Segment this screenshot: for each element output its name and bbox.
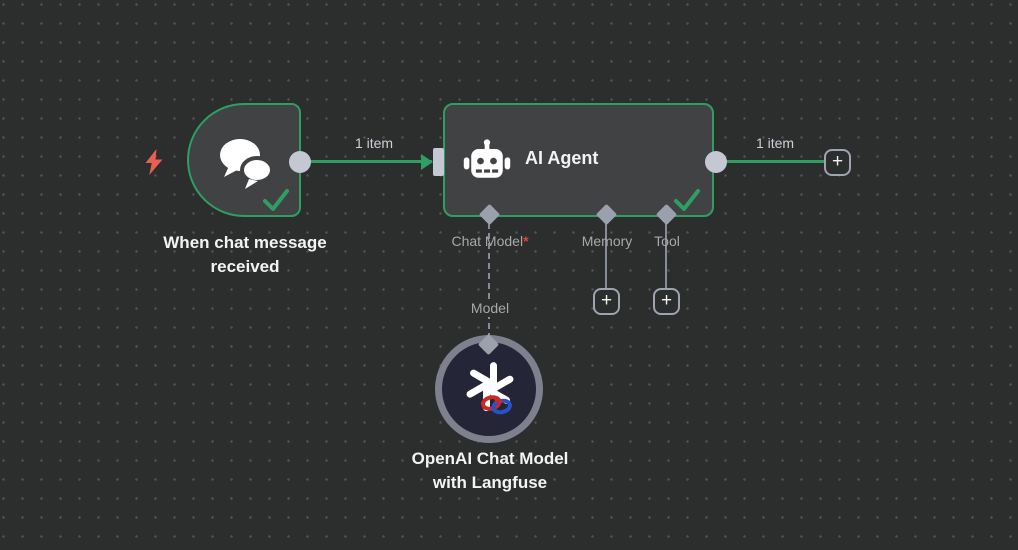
- port-label-text: Memory: [581, 233, 633, 249]
- agent-node-title: AI Agent: [525, 148, 599, 168]
- agent-input-connector[interactable]: [433, 148, 444, 176]
- add-memory-button[interactable]: +: [593, 288, 620, 315]
- connection-agent-output[interactable]: [716, 160, 826, 163]
- model-node-label-line1: OpenAI Chat Model: [411, 449, 569, 468]
- port-label-text: Tool: [654, 233, 680, 249]
- connection-items-label: 1 item: [354, 135, 394, 151]
- chat-bubbles-icon: [215, 132, 275, 192]
- model-connection-label: Model: [450, 299, 530, 317]
- trigger-node-label: When chat message received: [163, 233, 327, 276]
- port-label-chat-model: Chat Model*: [420, 233, 560, 249]
- connection-tool[interactable]: [665, 223, 667, 289]
- port-label-text: Chat Model: [451, 233, 524, 249]
- openai-logo-icon: [462, 361, 518, 417]
- connection-trigger-to-agent[interactable]: [300, 160, 432, 163]
- port-label-tool: Tool: [637, 233, 697, 249]
- required-marker: *: [523, 233, 529, 249]
- connection-chat-model[interactable]: [488, 223, 490, 339]
- trigger-bolt-icon: [144, 149, 165, 175]
- node-ai-agent[interactable]: AI Agent: [443, 103, 714, 217]
- langfuse-link-icon: [480, 395, 512, 415]
- connection-arrowhead-icon: [421, 154, 433, 170]
- success-check-icon: [672, 188, 702, 212]
- model-node-label: OpenAI Chat Model with Langfuse: [380, 447, 600, 495]
- agent-output-connector[interactable]: [705, 151, 727, 173]
- robot-icon: [461, 136, 513, 188]
- port-label-memory: Memory: [567, 233, 647, 249]
- add-next-node-button[interactable]: +: [824, 149, 851, 176]
- success-check-icon: [261, 188, 291, 212]
- connection-items-label: 1 item: [755, 135, 795, 151]
- node-when-chat-message-received[interactable]: [187, 103, 301, 217]
- trigger-output-connector[interactable]: [289, 151, 311, 173]
- add-tool-button[interactable]: +: [653, 288, 680, 315]
- connection-memory[interactable]: [605, 223, 607, 289]
- model-node-label-line2: with Langfuse: [432, 473, 548, 492]
